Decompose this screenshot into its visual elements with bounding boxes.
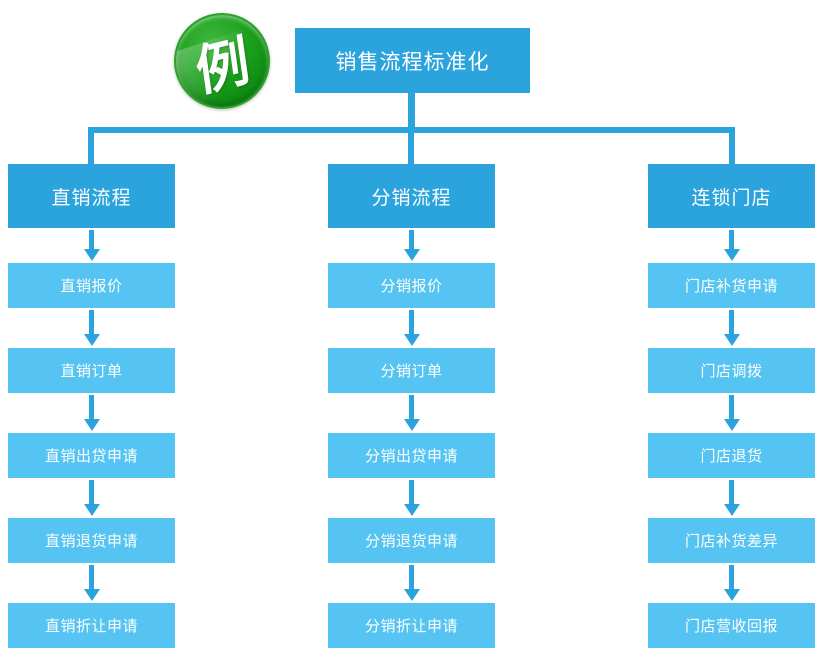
flow-step-label: 分销退货申请 [364, 533, 458, 550]
arrow-head [723, 419, 740, 431]
connector-drop-right [729, 133, 735, 164]
column-header-label: 连锁门店 [691, 187, 772, 209]
flow-step-label: 门店补货申请 [684, 278, 778, 295]
flow-step: 直销订单 [8, 348, 175, 393]
column-header: 连锁门店 [648, 164, 815, 228]
root-node-label: 销售流程标准化 [335, 50, 490, 74]
flow-step: 直销退货申请 [8, 518, 175, 563]
flow-step: 门店调拨 [648, 348, 815, 393]
arrow-stem [409, 395, 414, 419]
down-arrow-icon [648, 480, 815, 516]
arrow-stem [409, 480, 414, 504]
column-header-label: 分销流程 [371, 187, 452, 209]
down-arrow-icon [648, 395, 815, 431]
down-arrow-icon [8, 310, 175, 346]
arrow-stem [89, 395, 94, 419]
arrow-stem [729, 565, 734, 589]
connector-horizontal-bar [88, 127, 735, 133]
down-arrow-icon [8, 395, 175, 431]
arrow-head [83, 504, 100, 516]
flow-step: 直销报价 [8, 263, 175, 308]
arrow-head [723, 589, 740, 601]
column-header: 分销流程 [328, 164, 495, 228]
arrow-head [403, 249, 420, 261]
flow-step: 门店补货差异 [648, 518, 815, 563]
arrow-stem [89, 230, 94, 249]
column-chain-stores: 连锁门店 门店补货申请 门店调拨 门店退货 门店补货差异 门店营收回报 [648, 164, 815, 654]
arrow-stem [729, 310, 734, 334]
flow-step: 门店营收回报 [648, 603, 815, 648]
arrow-head [723, 249, 740, 261]
arrow-head [83, 334, 100, 346]
down-arrow-icon [8, 565, 175, 601]
down-arrow-icon [648, 310, 815, 346]
arrow-stem [409, 310, 414, 334]
arrow-stem [729, 230, 734, 249]
flow-step-label: 分销报价 [380, 278, 443, 295]
flow-step: 分销报价 [328, 263, 495, 308]
flow-step-label: 直销出贷申请 [44, 448, 138, 465]
arrow-stem [409, 230, 414, 249]
flow-step: 门店补货申请 [648, 263, 815, 308]
example-badge: 例 [174, 13, 270, 109]
arrow-head [723, 504, 740, 516]
arrow-head [403, 504, 420, 516]
arrow-head [403, 334, 420, 346]
arrow-stem [89, 310, 94, 334]
example-badge-label: 例 [192, 30, 254, 103]
flow-step-label: 直销订单 [60, 363, 123, 380]
flow-step: 直销出贷申请 [8, 433, 175, 478]
arrow-head [83, 249, 100, 261]
arrow-head [403, 419, 420, 431]
connector-drop-left [88, 133, 94, 164]
connector-drop-center [408, 133, 414, 164]
flow-step-label: 门店调拨 [700, 363, 763, 380]
down-arrow-icon [328, 565, 495, 601]
arrow-head [83, 419, 100, 431]
down-arrow-icon [648, 230, 815, 261]
arrow-head [723, 334, 740, 346]
down-arrow-icon [328, 310, 495, 346]
flow-step: 分销订单 [328, 348, 495, 393]
column-header: 直销流程 [8, 164, 175, 228]
down-arrow-icon [8, 480, 175, 516]
arrow-stem [729, 395, 734, 419]
arrow-head [403, 589, 420, 601]
flow-step-label: 门店营收回报 [684, 618, 778, 635]
flow-step-label: 分销折让申请 [364, 618, 458, 635]
arrow-stem [729, 480, 734, 504]
column-distribution: 分销流程 分销报价 分销订单 分销出贷申请 分销退货申请 分销折让申请 [328, 164, 495, 654]
flow-step: 分销退货申请 [328, 518, 495, 563]
column-direct-sales: 直销流程 直销报价 直销订单 直销出贷申请 直销退货申请 直销折让申请 [8, 164, 175, 654]
flow-step: 门店退货 [648, 433, 815, 478]
arrow-stem [89, 565, 94, 589]
down-arrow-icon [328, 480, 495, 516]
flow-step-label: 直销报价 [60, 278, 123, 295]
arrow-head [83, 589, 100, 601]
flow-step-label: 分销出贷申请 [364, 448, 458, 465]
arrow-stem [89, 480, 94, 504]
down-arrow-icon [8, 230, 175, 261]
flow-step-label: 直销退货申请 [44, 533, 138, 550]
flow-step-label: 分销订单 [380, 363, 443, 380]
down-arrow-icon [328, 230, 495, 261]
root-node: 销售流程标准化 [295, 28, 530, 93]
flow-step-label: 门店补货差异 [684, 533, 778, 550]
connector-root-stem [408, 93, 415, 133]
column-header-label: 直销流程 [51, 187, 132, 209]
down-arrow-icon [328, 395, 495, 431]
down-arrow-icon [648, 565, 815, 601]
flow-step: 分销出贷申请 [328, 433, 495, 478]
flow-step: 直销折让申请 [8, 603, 175, 648]
flow-step: 分销折让申请 [328, 603, 495, 648]
arrow-stem [409, 565, 414, 589]
flow-step-label: 直销折让申请 [44, 618, 138, 635]
flow-step-label: 门店退货 [700, 448, 763, 465]
